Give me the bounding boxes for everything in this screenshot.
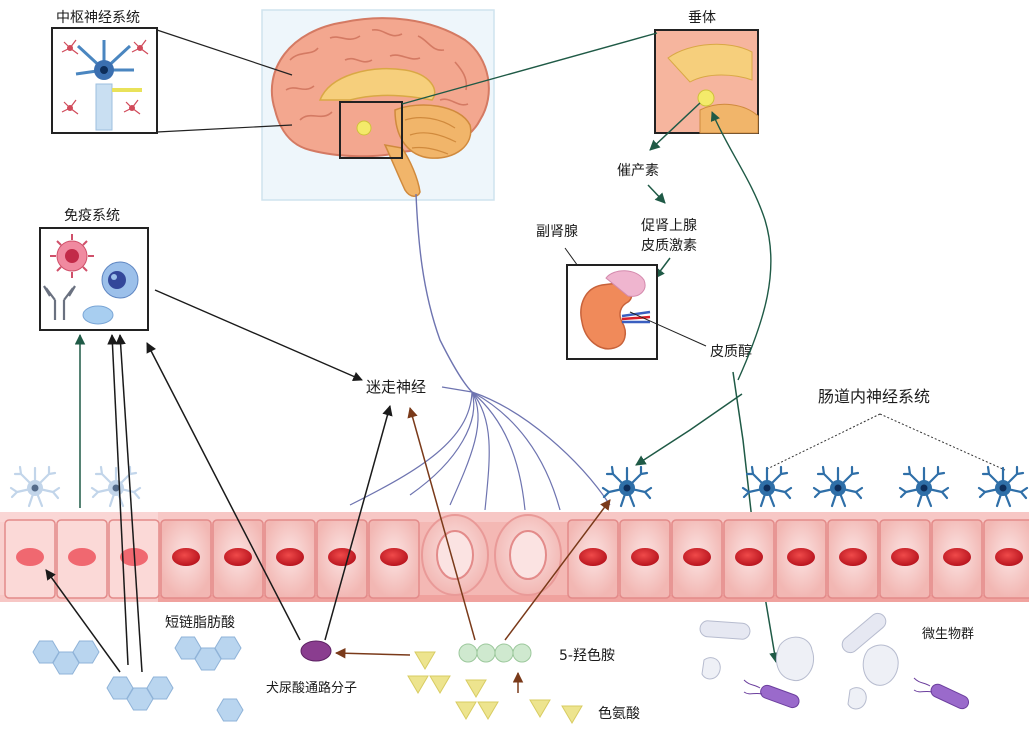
pituitary-label: 垂体 <box>688 10 716 26</box>
serotonin-molecules: 5-羟色胺 <box>458 643 615 664</box>
cell-nucleus <box>16 548 44 566</box>
cell-nucleus <box>631 548 659 566</box>
microbiota-label: 微生物群 <box>922 627 974 642</box>
neuron-icon <box>601 465 653 508</box>
microbiota: 微生物群 <box>699 612 974 710</box>
cell-nucleus <box>380 548 408 566</box>
epithelial-cells <box>4 519 1029 599</box>
cell-nucleus <box>787 548 815 566</box>
cell-nucleus <box>839 548 867 566</box>
kynurenine-molecule: 犬尿酸通路分子 <box>266 640 357 696</box>
scfa-molecules: 短链脂肪酸 <box>32 615 244 722</box>
intestinal-epithelium <box>0 512 1029 602</box>
ens-label: 肠道内神经系统 <box>818 387 930 406</box>
oxytocin-label: 催产素 <box>617 163 659 179</box>
acth-label-line2: 皮质激素 <box>641 237 697 254</box>
adrenal-label: 副肾腺 <box>536 224 578 240</box>
serotonin-label: 5-羟色胺 <box>559 647 615 664</box>
antibody-icon <box>43 285 76 320</box>
brain-icon <box>270 17 490 197</box>
ens-group: 肠道内神经系统 <box>635 387 1006 471</box>
cell-nucleus <box>735 548 763 566</box>
cell-nucleus <box>891 548 919 566</box>
cns-panel: 中枢神经系统 <box>51 10 293 134</box>
cns-label: 中枢神经系统 <box>56 10 140 26</box>
cell-nucleus <box>276 548 304 566</box>
brain-panel <box>261 9 495 201</box>
cell-nucleus <box>224 548 252 566</box>
neuron-icon <box>812 465 864 508</box>
acth-label-line1: 促肾上腺 <box>641 218 697 234</box>
neuron-icon <box>977 465 1029 508</box>
neuron-icon <box>90 465 142 508</box>
neuron-icon <box>9 465 61 508</box>
cell-nucleus <box>683 548 711 566</box>
kidney-icon <box>580 270 651 350</box>
vagus-nerve: 迷走神经 <box>154 193 611 511</box>
neuron-icon <box>898 465 950 508</box>
cell-nucleus <box>579 548 607 566</box>
cell-nucleus <box>943 548 971 566</box>
tryptophan-label: 色氨酸 <box>598 705 640 722</box>
immune-label: 免疫系统 <box>64 208 120 224</box>
hpa-axis: 催产素 促肾上腺 皮质激素 副肾腺 皮质醇 <box>536 102 780 664</box>
cell-nucleus <box>328 548 356 566</box>
vagus-label: 迷走神经 <box>366 378 426 396</box>
bacteria-icon <box>913 677 970 710</box>
goblet-cells <box>421 514 562 596</box>
tryptophan-molecules: 色氨酸 <box>407 651 640 724</box>
signal-arrows <box>45 333 611 693</box>
cell-nucleus <box>68 548 96 566</box>
scfa-label: 短链脂肪酸 <box>165 615 235 631</box>
cell-nucleus <box>995 548 1023 566</box>
cell-nucleus <box>172 548 200 566</box>
kynurenine-label: 犬尿酸通路分子 <box>266 680 357 696</box>
neuron-icon <box>61 39 149 131</box>
bacteria-icon <box>743 679 800 709</box>
immune-panel: 免疫系统 <box>39 208 149 331</box>
immune-cell-icon <box>50 234 139 325</box>
cortisol-label: 皮质醇 <box>710 343 752 360</box>
